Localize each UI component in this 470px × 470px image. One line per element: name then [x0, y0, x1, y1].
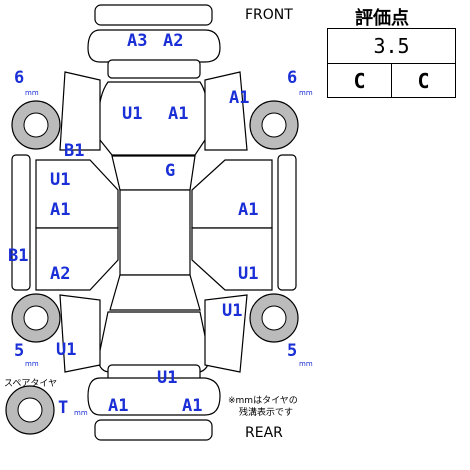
right-rear-fender	[204, 294, 248, 373]
rear-left-hub	[23, 305, 49, 331]
windshield	[111, 155, 196, 191]
mark-right-rear-door: U1	[238, 264, 259, 284]
right-rocker	[277, 154, 297, 291]
mark-left-rear-fender: U1	[56, 340, 77, 360]
mark-left-front-pillar: B1	[64, 141, 85, 161]
mark-left-rear-door: A2	[50, 264, 71, 284]
mark-trunk: U1	[157, 368, 178, 388]
left-front-door	[35, 159, 119, 229]
grille	[107, 59, 201, 79]
front-right-tire-depth: 6	[287, 68, 298, 88]
front-left-tire-depth: 6	[14, 68, 25, 88]
rear-left-tire-unit: mm	[25, 360, 39, 368]
front-bumper-top	[94, 4, 213, 26]
rear-right-tire-depth: 5	[287, 341, 298, 361]
roof	[119, 189, 191, 276]
right-front-fender	[204, 71, 248, 151]
rear-bumper	[87, 377, 221, 416]
right-rear-door	[191, 227, 273, 291]
mark-right-front-fender: A1	[229, 88, 250, 108]
front-left-hub	[23, 112, 49, 138]
score-table: 3.5 C C	[327, 28, 456, 98]
exterior-grade: C	[417, 68, 430, 93]
spare-tire-unit: mm	[74, 409, 88, 417]
mark-left-front-door-2: A1	[50, 200, 71, 220]
front-bumper	[87, 29, 221, 63]
mark-front-bumper-right: A2	[163, 31, 184, 51]
spare-tire-label: スペアタイヤ	[4, 379, 58, 389]
tire-note-line2: 残溝表示です	[239, 408, 294, 418]
mark-hood-left: U1	[122, 104, 143, 124]
trunk	[97, 311, 211, 373]
spare-hub	[17, 397, 43, 423]
rear-window	[109, 274, 201, 311]
hood	[98, 81, 209, 156]
overall-score: 3.5	[328, 29, 455, 64]
left-rocker	[11, 154, 31, 291]
spare-tire-depth: T	[58, 398, 69, 418]
rear-label: REAR	[245, 425, 283, 441]
rear-right-hub	[261, 305, 287, 331]
tire-note-line1: ※mmはタイヤの	[228, 396, 298, 406]
mark-windshield: G	[165, 161, 176, 181]
rear-left-tire-depth: 5	[14, 341, 25, 361]
left-rear-door	[35, 227, 119, 291]
front-right-hub	[261, 112, 287, 138]
front-right-tire-unit: mm	[299, 89, 313, 97]
mark-right-rear-fender: U1	[222, 301, 243, 321]
mark-rear-bumper-left: A1	[108, 396, 129, 416]
mark-left-front-door-1: U1	[50, 170, 71, 190]
interior-grade: C	[353, 68, 366, 93]
mark-left-rocker: B1	[8, 246, 29, 266]
rear-right-tire-unit: mm	[299, 360, 313, 368]
mark-hood-right: A1	[168, 104, 189, 124]
right-front-door	[191, 159, 273, 229]
front-left-tire-unit: mm	[25, 89, 39, 97]
left-rear-fender	[59, 294, 101, 373]
left-front-fender	[59, 71, 101, 151]
score-title: 評価点	[355, 8, 409, 29]
score-divider	[391, 64, 392, 97]
mark-rear-bumper-right: A1	[182, 396, 203, 416]
rear-bumper-bottom	[94, 419, 213, 441]
front-label: FRONT	[245, 7, 293, 23]
mark-right-front-door: A1	[238, 200, 259, 220]
mark-front-bumper-left: A3	[127, 31, 148, 51]
